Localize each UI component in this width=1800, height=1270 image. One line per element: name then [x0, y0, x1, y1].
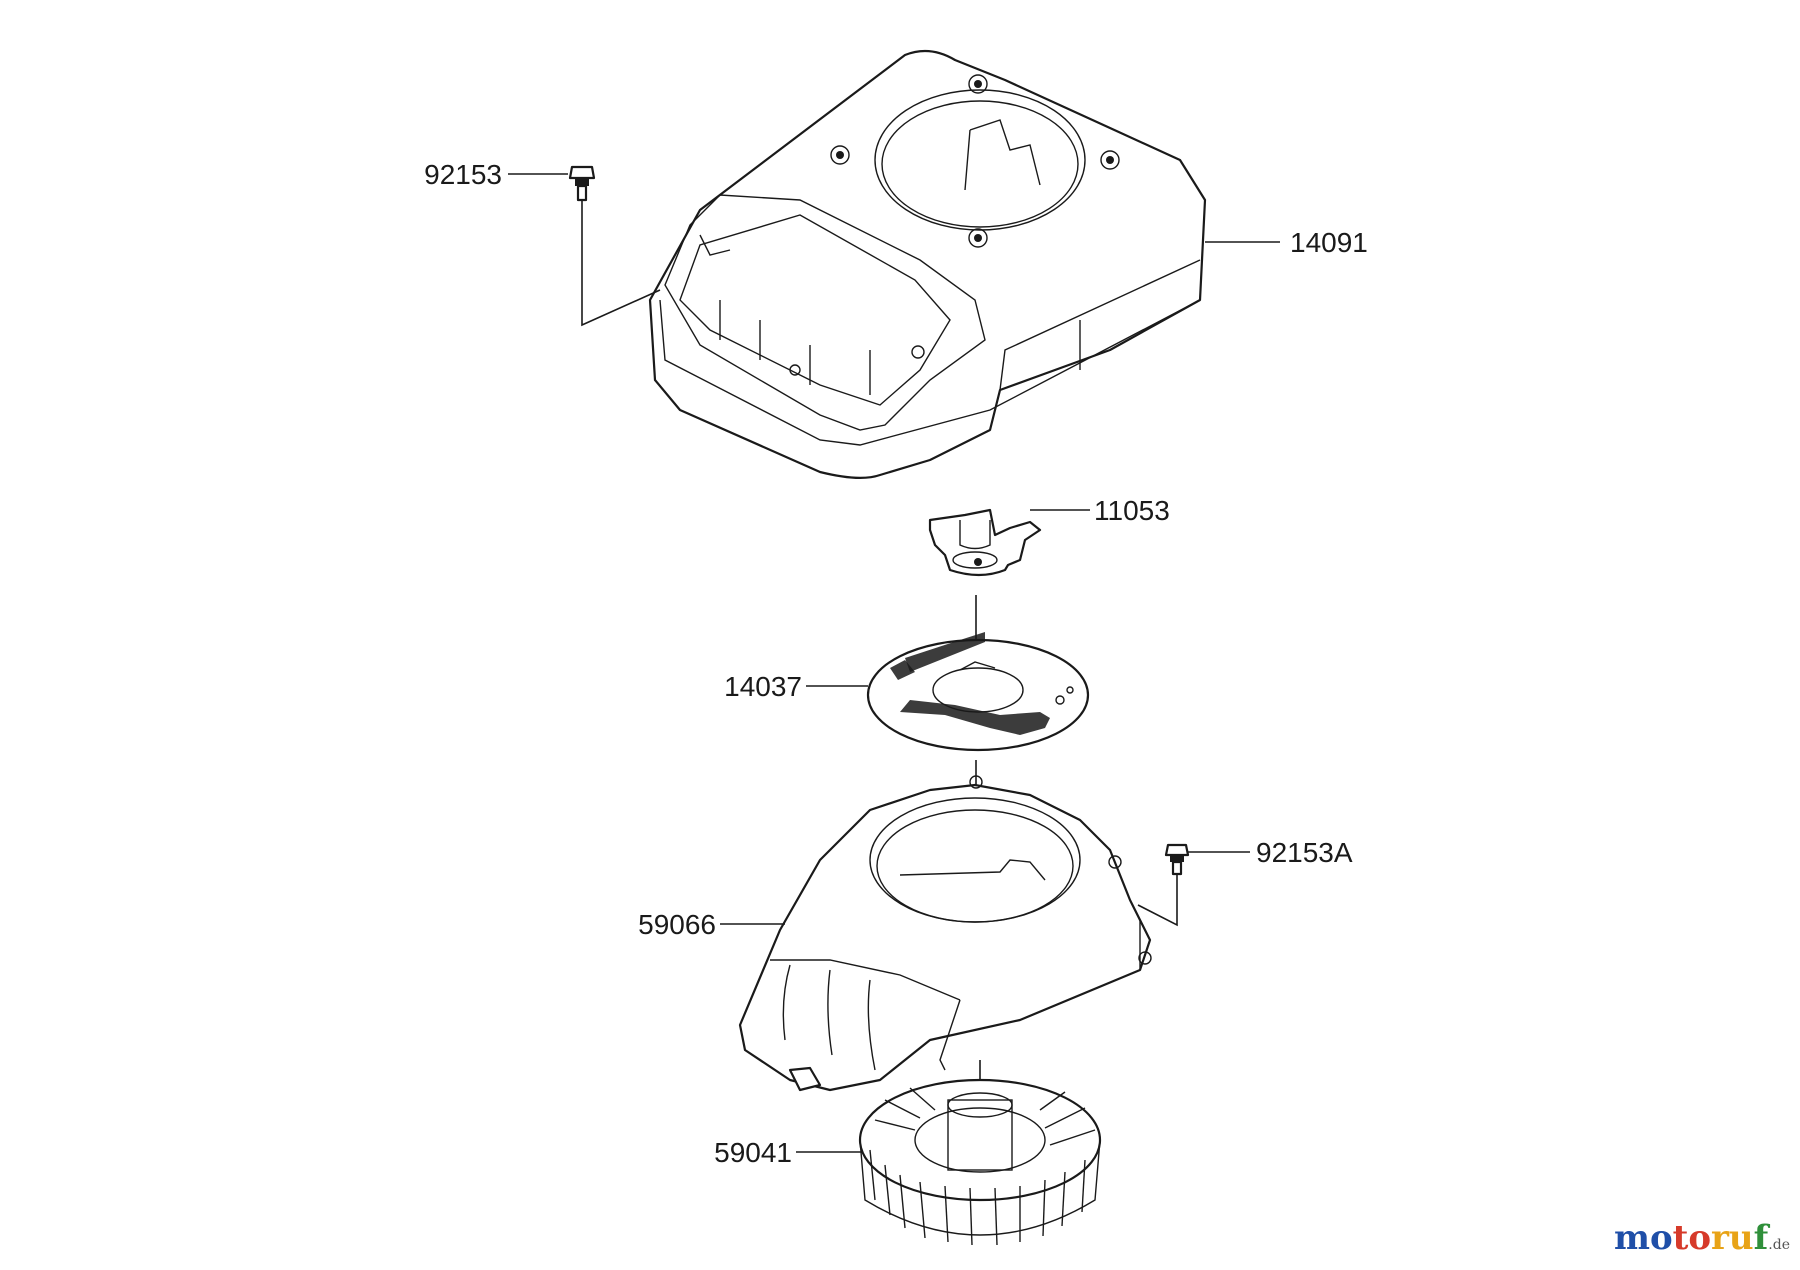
- bolt-92153: [568, 165, 661, 327]
- bolt-92153a: [1137, 843, 1190, 927]
- part-label-11053: 11053: [1094, 495, 1170, 526]
- screen-14037: [866, 632, 1090, 870]
- part-label-92153a: 92153A: [1256, 837, 1353, 868]
- fan-housing-59066: [738, 775, 1152, 1092]
- part-label-14037: 14037: [724, 671, 802, 702]
- fan-59041: [858, 1060, 1102, 1246]
- part-label-92153: 92153: [424, 159, 502, 190]
- part-label-59041: 59041: [714, 1137, 792, 1168]
- part-label-59066: 59066: [638, 909, 716, 940]
- part-label-14091: 14091: [1290, 227, 1368, 258]
- shroud-14091: [648, 49, 1207, 479]
- watermark-logo: motoruf.de: [1613, 1218, 1790, 1258]
